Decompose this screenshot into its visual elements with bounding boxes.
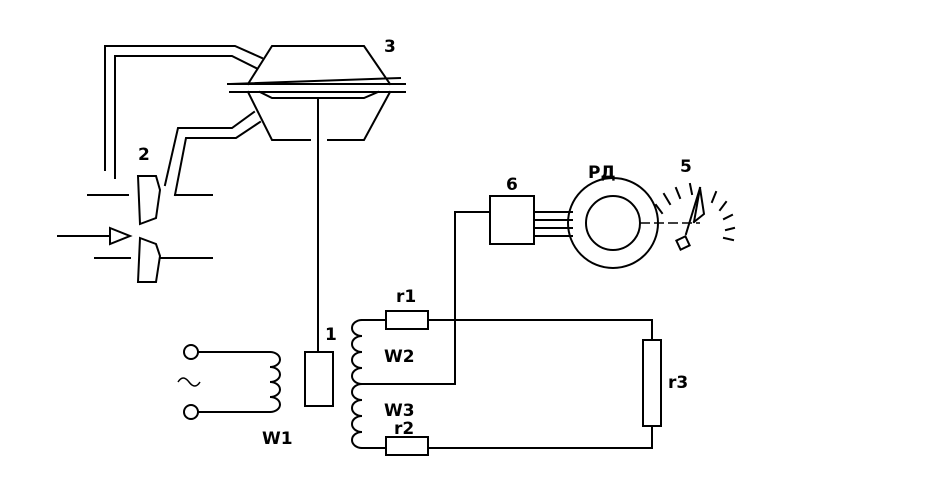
label-sensor-1: 1 [325, 325, 337, 345]
sensor-1 [304, 351, 334, 407]
label-converter-6: 6 [506, 175, 518, 195]
resistor-r2 [385, 425, 653, 456]
converter-6 [489, 195, 573, 245]
label-meter-rd: РД [588, 163, 616, 183]
upper-pipe [104, 45, 264, 179]
winding-w1 [177, 344, 281, 420]
label-pointer-5: 5 [680, 157, 692, 177]
wire-to-converter [454, 211, 491, 385]
scale-pointer-5 [654, 182, 736, 251]
label-winding-w3: W3 [384, 401, 415, 421]
label-winding-w2: W2 [384, 347, 415, 367]
chamber-3 [227, 45, 406, 141]
label-winding-w1: W1 [262, 429, 293, 449]
label-resistor-r3: r3 [668, 373, 688, 393]
windings-w2-w3 [351, 318, 456, 450]
label-chamber-3: 3 [384, 37, 396, 57]
label-valve-2: 2 [138, 145, 150, 165]
resistor-r3 [642, 339, 662, 427]
label-resistor-r1: r1 [396, 287, 416, 307]
lower-pipe [163, 110, 262, 197]
label-resistor-r2: r2 [394, 419, 414, 439]
meter-rd [567, 177, 700, 269]
resistor-r1 [385, 310, 653, 341]
valve-2 [57, 175, 213, 283]
